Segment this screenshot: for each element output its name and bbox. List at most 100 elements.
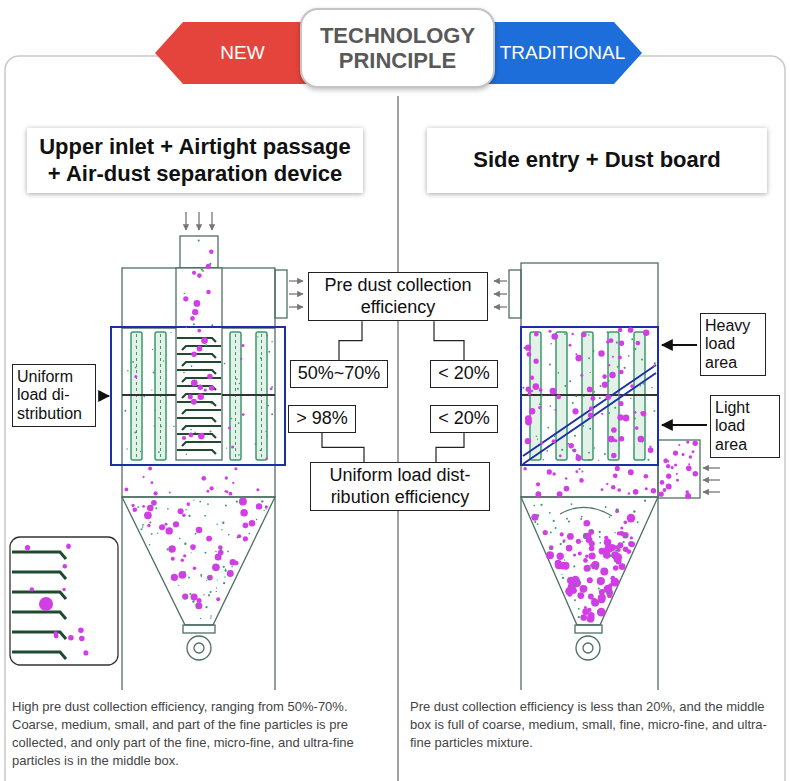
drawing-part — [289, 306, 303, 307]
drawing-part — [628, 469, 634, 475]
drawing-part — [199, 501, 201, 503]
drawing-part — [225, 476, 228, 479]
drawing-part — [178, 571, 186, 579]
drawing-part — [494, 293, 507, 294]
drawing-part — [200, 618, 201, 619]
drawing-part — [654, 410, 656, 412]
drawing-part — [539, 403, 541, 405]
drawing-part — [549, 512, 551, 514]
drawing-part — [651, 387, 653, 389]
drawing-part — [256, 503, 262, 509]
drawing-part — [658, 440, 700, 498]
drawing-part — [227, 551, 229, 553]
drawing-part — [271, 386, 273, 388]
drawing-part — [630, 384, 634, 388]
drawing-part — [663, 458, 668, 463]
drawing-part — [635, 426, 639, 430]
drawing-part — [265, 505, 268, 508]
drawing-part — [599, 542, 601, 544]
drawing-part — [191, 380, 198, 387]
drawing-part — [218, 550, 224, 556]
drawing-part — [623, 520, 627, 524]
node-text: Heavy load area — [705, 317, 761, 372]
drawing-part — [552, 439, 556, 443]
drawing-part — [588, 452, 590, 454]
drawing-part — [192, 271, 196, 275]
drawing-part — [556, 395, 561, 400]
drawing-part — [611, 551, 619, 559]
drawing-part — [186, 327, 188, 329]
drawing-part — [173, 426, 175, 428]
drawing-part — [666, 474, 671, 479]
drawing-part — [522, 387, 524, 389]
drawing-part — [609, 516, 611, 518]
drawing-part — [587, 387, 593, 393]
drawing-part — [182, 593, 188, 599]
drawing-part — [200, 574, 202, 576]
drawing-part — [573, 584, 575, 586]
drawing-part — [619, 436, 625, 442]
drawing-part — [550, 343, 552, 345]
drawing-part — [622, 532, 629, 539]
title-box: TECHNOLOGY PRINCIPLE — [300, 8, 495, 88]
drawing-part — [593, 391, 595, 393]
drawing-part — [201, 337, 208, 344]
drawing-part — [141, 528, 143, 530]
drawing-part — [265, 458, 267, 460]
drawing-part — [265, 508, 266, 509]
drawing-part — [143, 476, 145, 478]
node-text: < 20% — [436, 408, 492, 430]
drawing-part — [178, 585, 179, 586]
drawing-part — [605, 545, 612, 552]
drawing-part — [633, 489, 639, 495]
drawing-part — [186, 212, 303, 307]
drawing-part — [608, 380, 610, 382]
drawing-part — [634, 348, 636, 350]
drawing-part — [134, 432, 136, 434]
drawing-part — [599, 531, 601, 533]
drawing-part — [111, 327, 285, 465]
drawing-part — [523, 467, 527, 471]
drawing-part — [12, 592, 66, 599]
drawing-part — [617, 488, 621, 492]
drawing-part — [575, 353, 577, 355]
drawing-part — [223, 566, 225, 568]
drawing-part — [686, 465, 692, 471]
drawing-part — [546, 450, 548, 452]
drawing-part — [598, 594, 605, 601]
drawing-part — [616, 508, 618, 510]
drawing-part — [609, 338, 614, 343]
drawing-part — [68, 635, 74, 641]
drawing-part — [605, 568, 607, 570]
bracket-connector — [322, 433, 364, 462]
drawing-part — [564, 333, 566, 335]
drawing-part — [184, 571, 186, 573]
drawing-part — [249, 533, 251, 535]
drawing-part — [509, 263, 700, 690]
drawing-part — [12, 632, 66, 639]
drawing-part — [529, 408, 535, 414]
drawing-part — [638, 436, 645, 443]
drawing-part — [602, 374, 607, 379]
drawing-part — [616, 342, 618, 344]
drawing-part — [615, 549, 617, 551]
drawing-part — [12, 552, 66, 659]
drawing-part — [147, 524, 150, 527]
drawing-part — [572, 333, 574, 335]
drawing-part — [249, 520, 256, 527]
drawing-part — [584, 606, 587, 609]
drawing-part — [591, 565, 596, 570]
drawing-part — [630, 536, 633, 539]
drawing-part — [158, 451, 160, 453]
drawing-part — [559, 455, 562, 458]
drawing-part — [62, 588, 65, 591]
drawing-part — [640, 385, 641, 386]
node-text: TECHNOLOGY PRINCIPLE — [312, 23, 483, 74]
drawing-part — [124, 487, 128, 491]
drawing-part — [78, 628, 84, 634]
drawing-part — [588, 334, 589, 335]
drawing-part — [157, 533, 158, 534]
drawing-part — [232, 482, 234, 484]
drawing-part — [575, 625, 602, 633]
drawing-part — [224, 570, 226, 572]
